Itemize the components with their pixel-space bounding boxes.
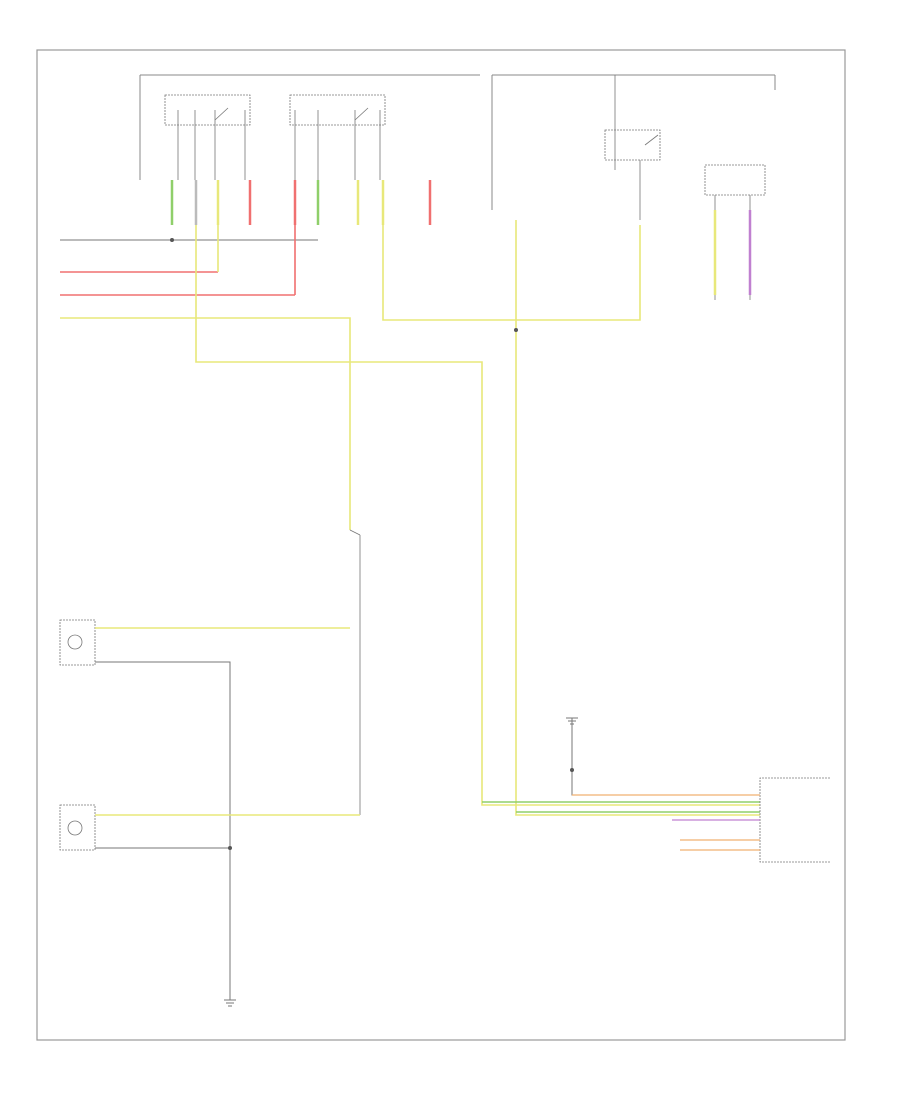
relay-block <box>604 75 661 220</box>
switch-block-2 <box>289 94 386 180</box>
switch-wire-stubs <box>170 180 432 225</box>
control-module <box>571 718 830 863</box>
splice-points <box>170 238 574 850</box>
ground-symbol <box>224 999 236 1007</box>
diagram-frame <box>36 49 846 1041</box>
switch-block-1 <box>164 94 251 180</box>
module-ground-symbol <box>566 717 578 725</box>
right-rear-lamp <box>59 619 350 1000</box>
left-rear-lamp <box>59 804 360 851</box>
input-wires <box>60 220 760 816</box>
right-connector-wires <box>713 210 752 295</box>
inline-connector <box>349 529 361 815</box>
top-power-bus <box>139 74 776 210</box>
